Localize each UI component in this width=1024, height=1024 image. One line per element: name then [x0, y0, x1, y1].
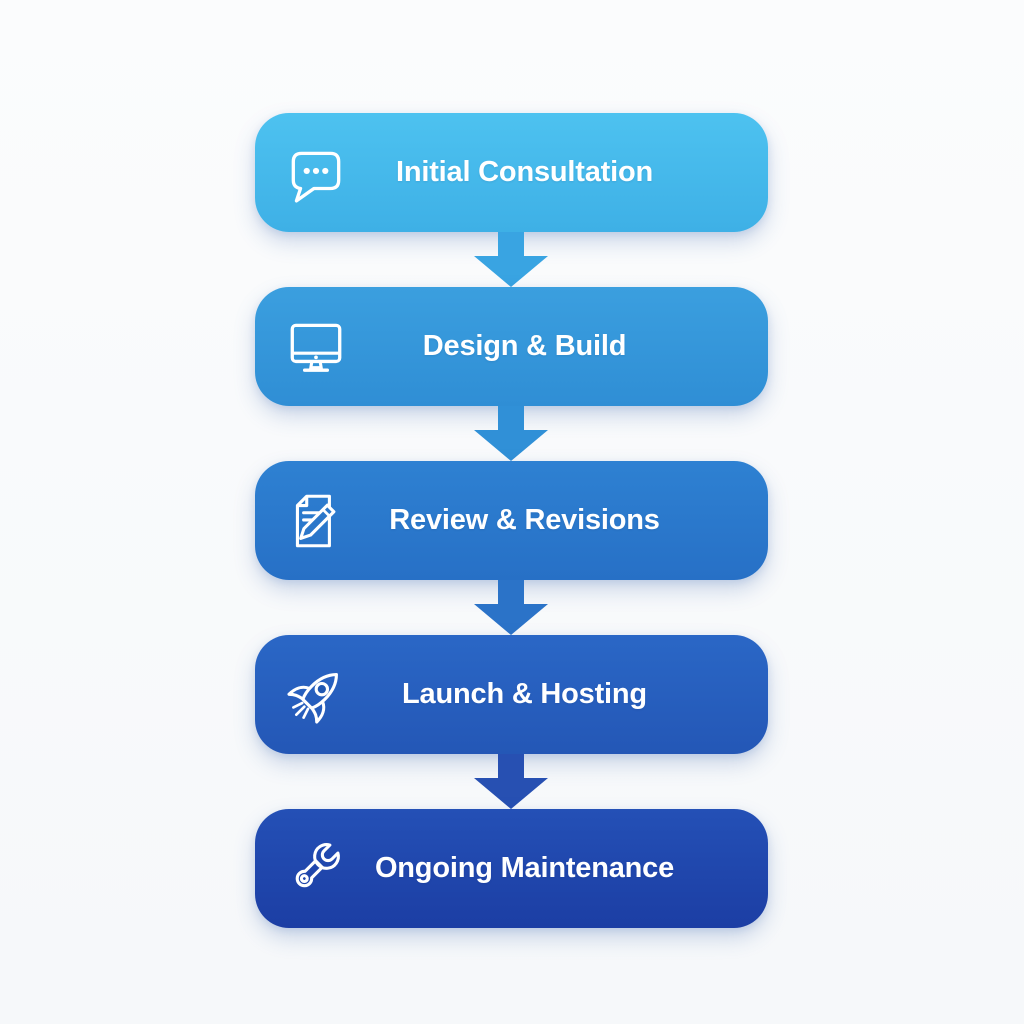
monitor-icon	[283, 314, 349, 380]
down-arrow-icon	[471, 754, 551, 809]
step-label: Design & Build	[422, 330, 627, 362]
down-arrow-icon	[471, 580, 551, 635]
process-step-5: Ongoing Maintenance	[255, 809, 768, 928]
step-label: Launch & Hosting	[402, 678, 647, 710]
down-arrow-icon	[471, 232, 551, 287]
wrench-icon	[283, 836, 349, 902]
process-step-3: Review & Revisions	[255, 461, 768, 580]
step-label: Review & Revisions	[389, 504, 660, 536]
process-step-1: Initial Consultation	[255, 113, 768, 232]
down-arrow-icon	[471, 406, 551, 461]
step-label: Ongoing Maintenance	[374, 852, 675, 884]
chat-bubble-icon	[283, 140, 349, 206]
step-label: Initial Consultation	[396, 156, 653, 188]
rocket-icon	[283, 662, 349, 728]
process-step-2: Design & Build	[255, 287, 768, 406]
process-step-4: Launch & Hosting	[255, 635, 768, 754]
document-pencil-icon	[283, 488, 349, 554]
